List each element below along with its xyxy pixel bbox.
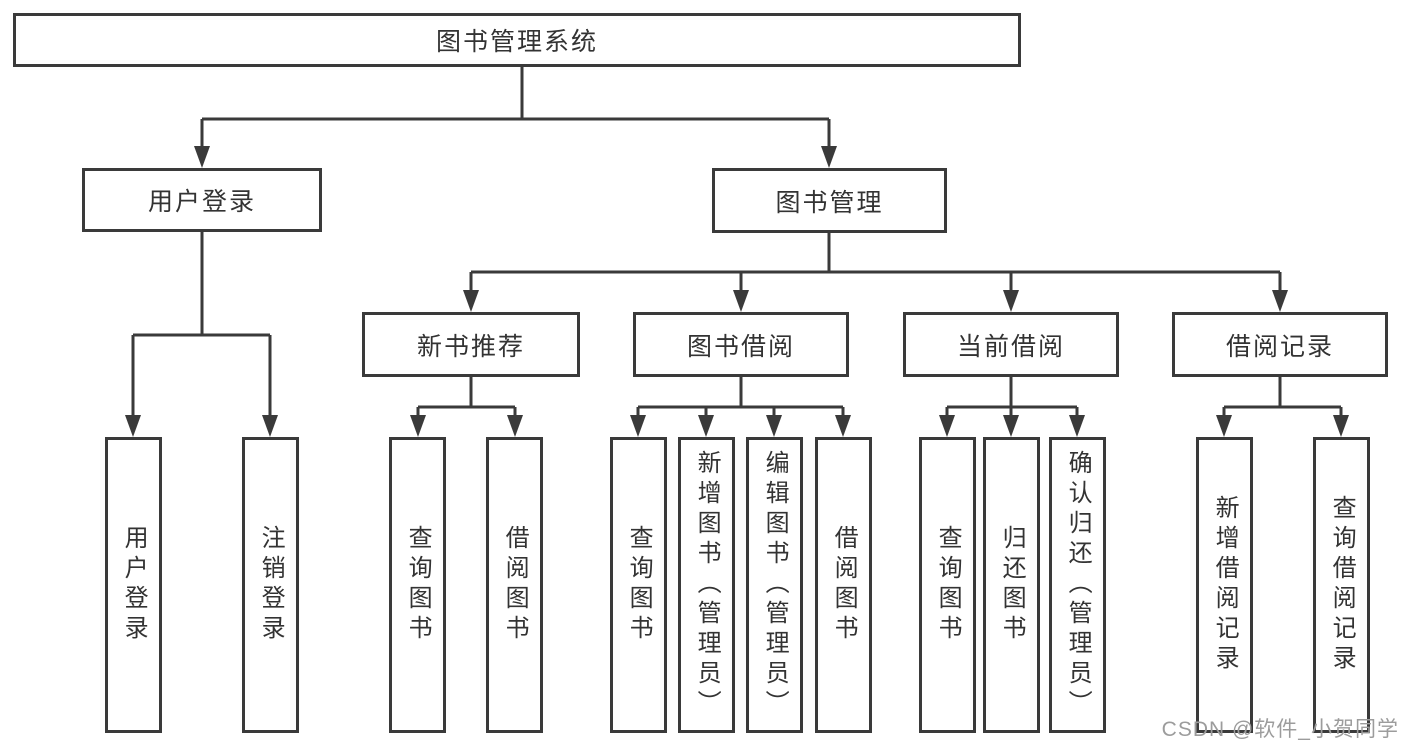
node-current-borrow-label: 当前借阅 [956,332,1065,361]
leaf-borrow-books: 借阅图书 [815,437,872,733]
connector-record-to-leaves [1216,377,1349,437]
node-book-borrow: 图书借阅 [633,312,849,377]
node-new-book-recommend-label: 新书推荐 [416,332,525,361]
leaf-query-borrow-record: 查询借阅记录 [1313,437,1370,733]
leaf-return-books: 归还图书 [983,437,1040,733]
leaf-edit-books-admin: 编辑图书（管理员） [746,437,803,733]
connector-borrow-to-leaves [630,377,851,437]
connector-current-to-leaves [939,377,1085,437]
leaf-borrow-books-newbook: 借阅图书 [486,437,543,733]
leaf-user-login: 用户登录 [105,437,162,733]
node-library-system-label: 图书管理系统 [435,28,598,56]
node-user-login-label: 用户登录 [147,188,256,216]
node-borrow-record: 借阅记录 [1172,312,1388,377]
leaf-query-books-borrow: 查询图书 [610,437,667,733]
leaf-query-books-newbook: 查询图书 [389,437,446,733]
csdn-watermark: CSDN @软件_小贺同学 [1161,718,1399,741]
connector-login-to-leaves [125,232,278,437]
leaf-confirm-return-admin: 确认归还（管理员） [1049,437,1106,733]
connector-root-to-level2 [194,67,837,168]
node-book-borrow-label: 图书借阅 [686,332,795,361]
node-user-login: 用户登录 [82,168,322,232]
leaf-add-borrow-record: 新增借阅记录 [1196,437,1253,733]
connector-newbook-to-leaves [410,377,523,437]
leaf-add-books-admin: 新增图书（管理员） [678,437,735,733]
node-book-management-label: 图书管理 [775,188,884,217]
connector-mgmt-to-level3 [463,233,1288,312]
leaf-logout: 注销登录 [242,437,299,733]
node-library-system: 图书管理系统 [13,13,1021,67]
leaf-query-books-current: 查询图书 [919,437,976,733]
node-book-management: 图书管理 [712,168,947,233]
node-new-book-recommend: 新书推荐 [362,312,580,377]
node-current-borrow: 当前借阅 [903,312,1119,377]
node-borrow-record-label: 借阅记录 [1225,332,1334,361]
